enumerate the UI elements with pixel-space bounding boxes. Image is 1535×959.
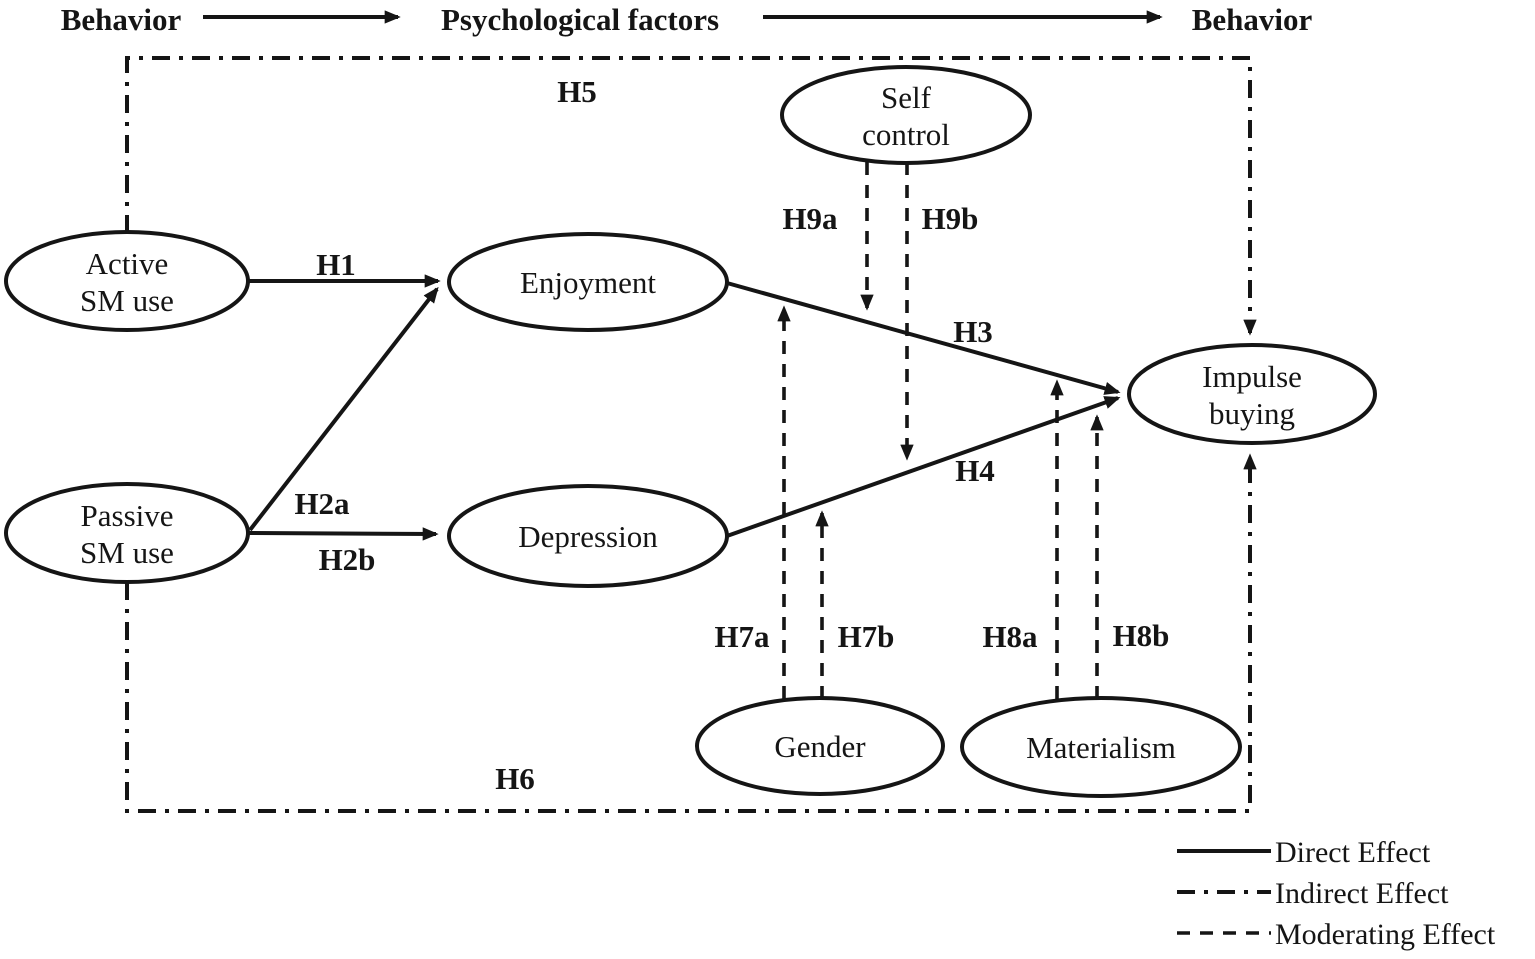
- node-label-impulse-line1: Impulse: [1202, 359, 1302, 394]
- label-h8a: H8a: [982, 619, 1038, 654]
- label-h2a: H2a: [294, 486, 350, 521]
- node-label-active-line1: Active: [86, 246, 169, 281]
- label-h9a: H9a: [782, 201, 838, 236]
- label-h3: H3: [953, 314, 993, 349]
- label-h7a: H7a: [714, 619, 770, 654]
- label-h8b: H8b: [1113, 618, 1170, 653]
- node-label-depression: Depression: [518, 519, 658, 554]
- legend-direct-label: Direct Effect: [1275, 836, 1431, 869]
- label-h4: H4: [955, 453, 995, 488]
- label-h6: H6: [495, 761, 535, 796]
- label-h5: H5: [557, 74, 597, 109]
- label-h2b: H2b: [319, 542, 376, 577]
- node-materialism: [960, 696, 1242, 798]
- legend: Direct Effect Indirect Effect Moderating…: [1177, 836, 1496, 951]
- node-label-self-control-line2: control: [862, 117, 950, 152]
- node-label-materialism: Materialism: [1026, 730, 1176, 765]
- edge-h6-indirect-path: [125, 453, 1257, 813]
- label-h9b: H9b: [922, 201, 979, 236]
- node-label-passive-line2: SM use: [80, 535, 174, 570]
- edge-h5-indirect-path: [125, 56, 1257, 336]
- node-label-enjoyment: Enjoyment: [520, 265, 656, 300]
- legend-moderating-label: Moderating Effect: [1275, 918, 1496, 951]
- node-label-passive-line1: Passive: [81, 498, 174, 533]
- node-passive-sm-use: [4, 482, 250, 584]
- node-active-sm-use: [4, 230, 250, 332]
- node-label-impulse-line2: buying: [1209, 396, 1295, 431]
- node-label-active-line2: SM use: [80, 283, 174, 318]
- node-depression: [447, 484, 729, 588]
- node-label-gender: Gender: [774, 729, 866, 764]
- node-impulse-buying: [1127, 343, 1377, 445]
- label-h1: H1: [316, 247, 356, 282]
- edge-h2b-direct: [247, 527, 439, 541]
- legend-indirect-label: Indirect Effect: [1275, 877, 1449, 910]
- node-enjoyment: [447, 232, 729, 332]
- header-psychological-factors: Psychological factors: [441, 2, 719, 37]
- edge-h2a-direct: [248, 286, 439, 532]
- header-behavior-right: Behavior: [1192, 2, 1313, 37]
- label-h7b: H7b: [838, 619, 895, 654]
- node-self-control: [780, 65, 1032, 165]
- node-label-self-control-line1: Self: [881, 80, 932, 115]
- edge-h4-direct: [726, 396, 1121, 538]
- header-behavior-left: Behavior: [61, 2, 182, 37]
- node-gender: [695, 696, 945, 796]
- edge-h3-direct: [726, 281, 1121, 395]
